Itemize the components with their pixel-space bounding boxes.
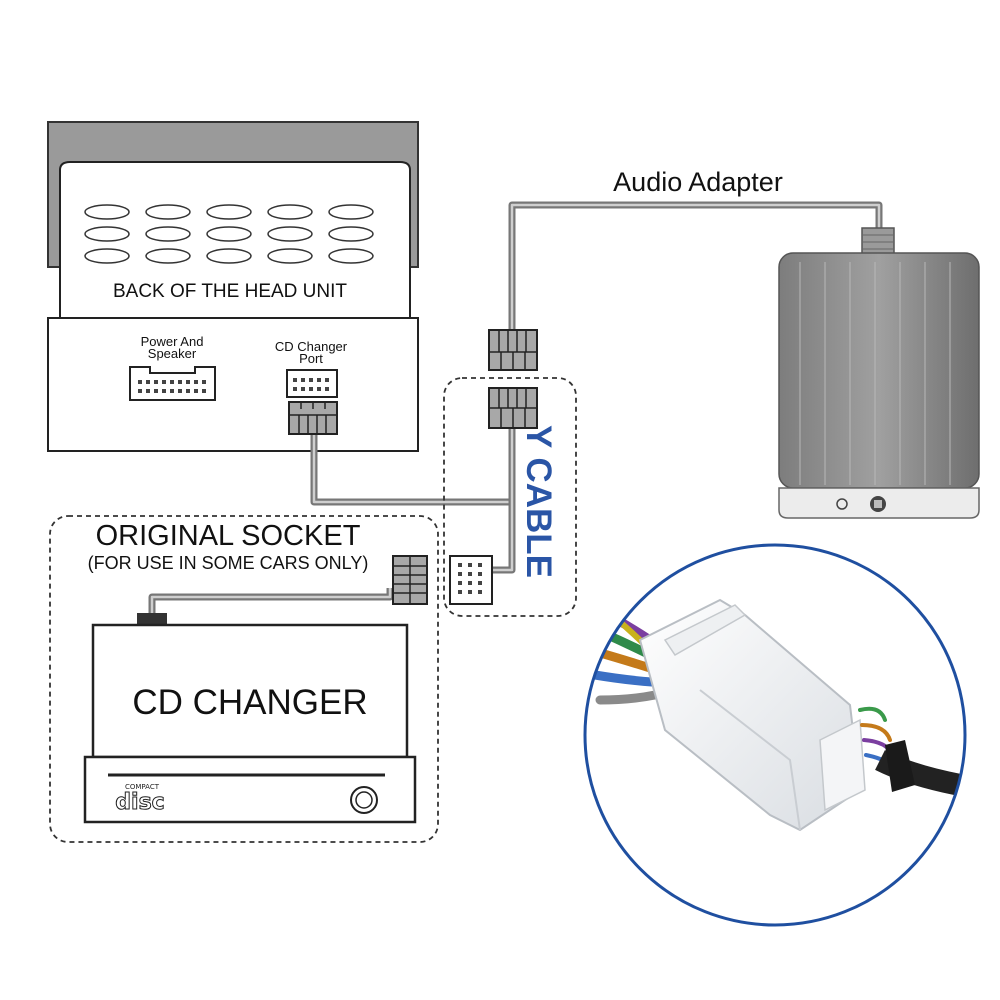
audio-adapter-label: Audio Adapter bbox=[613, 167, 783, 197]
cables bbox=[148, 201, 883, 617]
cd-port-label-line1: CD Changer bbox=[275, 339, 348, 354]
cd-changer-device: CD CHANGER COMPACT disc bbox=[83, 613, 417, 824]
audio-adapter-device bbox=[778, 227, 980, 519]
y-cable-label: Y CABLE bbox=[519, 425, 558, 578]
connector-adapter-plug bbox=[488, 329, 538, 371]
original-socket-group: ORIGINAL SOCKET (FOR USE IN SOME CARS ON… bbox=[49, 515, 439, 843]
cd-port-label-line2: Port bbox=[299, 351, 323, 366]
cd-changer-cable bbox=[148, 588, 394, 617]
connector-photo-inset bbox=[583, 543, 967, 927]
connector-original-socket-plug bbox=[392, 555, 428, 605]
y-cable-trunk bbox=[492, 428, 516, 574]
original-socket-label: ORIGINAL SOCKET bbox=[96, 520, 361, 552]
head-unit: BACK OF THE HEAD UNIT Power And Speaker … bbox=[47, 121, 419, 452]
cd-changer-label: CD CHANGER bbox=[132, 683, 367, 722]
y-cable-group: Y CABLE bbox=[443, 377, 577, 617]
connector-y-cable-top bbox=[488, 387, 538, 429]
connector-head-unit-plug bbox=[288, 401, 338, 435]
power-speaker-label-line1: Power And bbox=[141, 334, 204, 349]
adapter-cable bbox=[508, 201, 883, 330]
original-socket-note: (FOR USE IN SOME CARS ONLY) bbox=[88, 553, 369, 573]
cd-changer-port-socket bbox=[286, 369, 338, 398]
disc-logo: disc bbox=[115, 790, 164, 815]
power-speaker-label-line2: Speaker bbox=[148, 346, 197, 361]
head-unit-label: BACK OF THE HEAD UNIT bbox=[113, 281, 347, 302]
power-speaker-socket bbox=[129, 366, 216, 401]
connector-y-cable-side bbox=[449, 555, 493, 605]
vent-holes bbox=[84, 204, 374, 264]
head-unit-cable bbox=[310, 434, 514, 506]
disc-logo-small: COMPACT bbox=[125, 783, 160, 791]
